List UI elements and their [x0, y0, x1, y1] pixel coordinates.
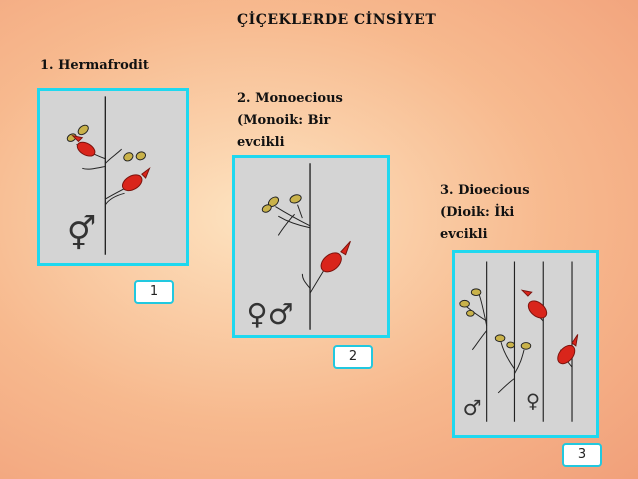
monoecious-plant-illustration: ♀♂ [247, 163, 351, 331]
hermaphrodite-symbol-icon: ⚥ [67, 215, 96, 253]
hermaphrodite-plant-illustration: ⚥ [66, 96, 151, 255]
female-symbol-icon: ♀ [526, 389, 540, 412]
badge-3: 3 [562, 443, 602, 467]
heading-dioecious: 3. Dioecious (Dioik: İki evcikli [440, 183, 530, 242]
dioecious-flower-panel: ♂ ♀ [452, 250, 599, 438]
heading-hermafrodit: 1. Hermafrodit [40, 58, 149, 73]
slide-title: ÇİÇEKLERDE CİNSİYET [237, 12, 437, 28]
male-symbol-icon: ♂ [463, 395, 482, 420]
female-male-symbol-icon: ♀♂ [247, 297, 294, 331]
flower-icon [66, 124, 151, 206]
badge-2: 2 [333, 345, 373, 369]
dioecious-plant-illustration: ♂ ♀ [459, 261, 579, 422]
monoecious-flower-panel: ♀♂ [232, 155, 390, 338]
badge-1: 1 [134, 280, 174, 304]
heading-monoecious: 2. Monoecious (Monoik: Bir evcikli [237, 91, 343, 150]
hermaphrodite-flower-panel: ⚥ [37, 88, 189, 266]
